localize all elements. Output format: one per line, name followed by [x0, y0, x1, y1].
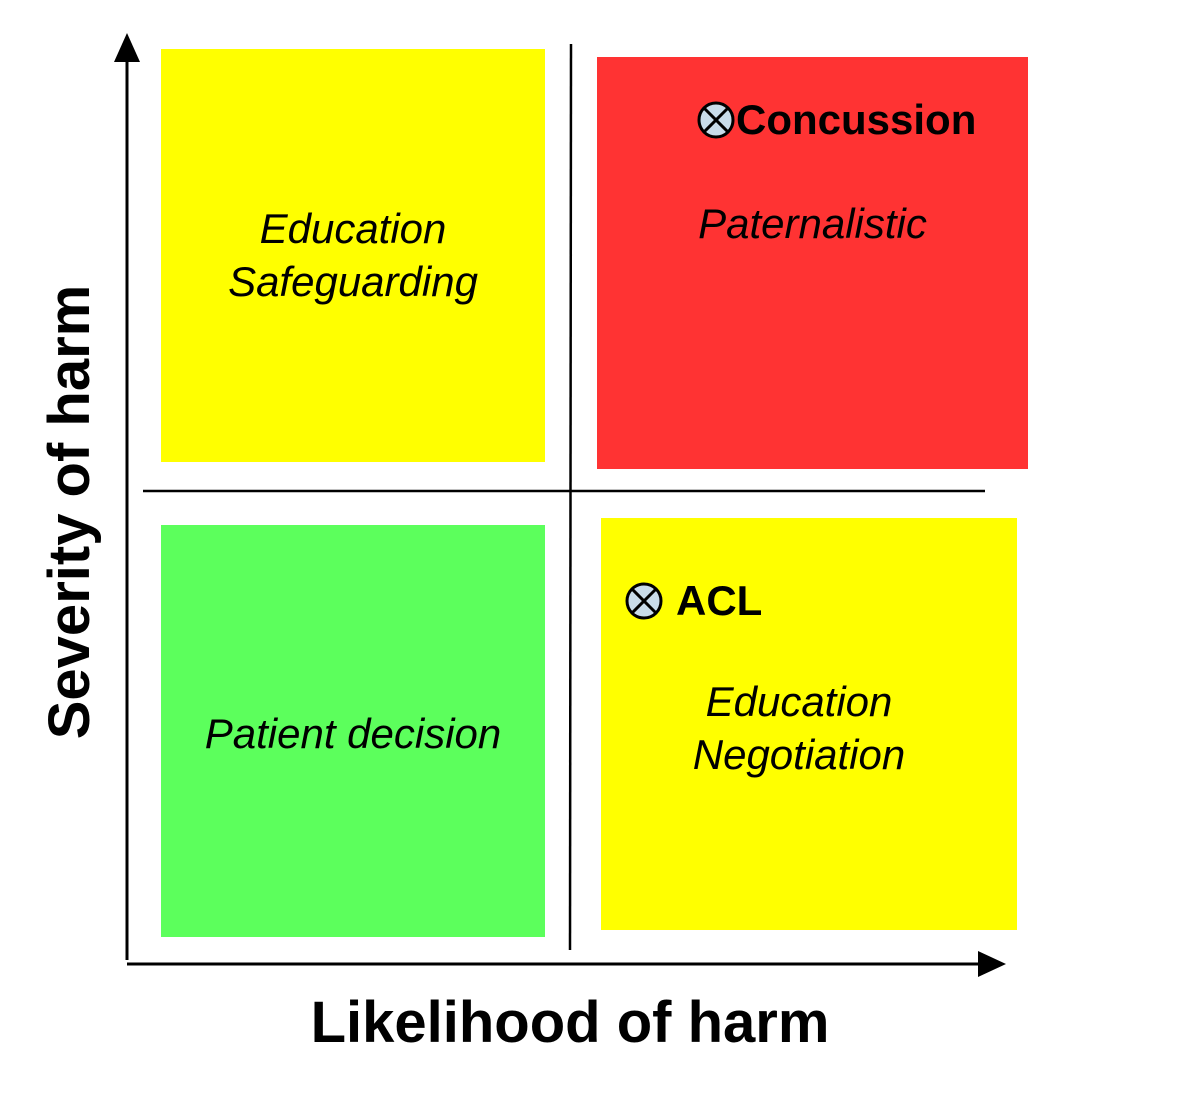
quadrant-line: Safeguarding [228, 258, 478, 305]
quadrant-bottom-right: ACL Education Negotiation [601, 518, 1017, 930]
quadrant-bottom-left: Patient decision [161, 525, 545, 937]
quadrant-line: Education [705, 678, 893, 725]
quadrant-top-right: Concussion Paternalistic [597, 57, 1028, 469]
quadrant-top-right-text: Paternalistic [597, 197, 1028, 250]
quadrant-top-left: Education Safeguarding [161, 49, 545, 462]
x-axis-title: Likelihood of harm [310, 990, 830, 1055]
quadrant-line: Paternalistic [698, 200, 927, 247]
quadrant-line: Education [259, 205, 447, 252]
concussion-label: Concussion [736, 96, 977, 143]
quadrant-line: Patient decision [204, 710, 502, 757]
acl-label: ACL [676, 577, 763, 624]
circle-x-icon [625, 582, 663, 620]
quadrant-bottom-left-text: Patient decision [161, 707, 545, 760]
x-axis-arrowhead [978, 951, 1006, 977]
concussion-marker: Concussion [696, 96, 976, 144]
circle-x-icon [697, 101, 735, 139]
quadrant-bottom-right-text: Education Negotiation [591, 675, 1007, 781]
quadrant-line: Negotiation [692, 731, 906, 778]
vertical-divider [568, 43, 573, 951]
y-axis-arrowhead [114, 33, 140, 62]
y-axis-title: Severity of harm [37, 284, 102, 740]
acl-marker: ACL [624, 577, 762, 625]
quadrant-top-left-text: Education Safeguarding [161, 202, 545, 308]
